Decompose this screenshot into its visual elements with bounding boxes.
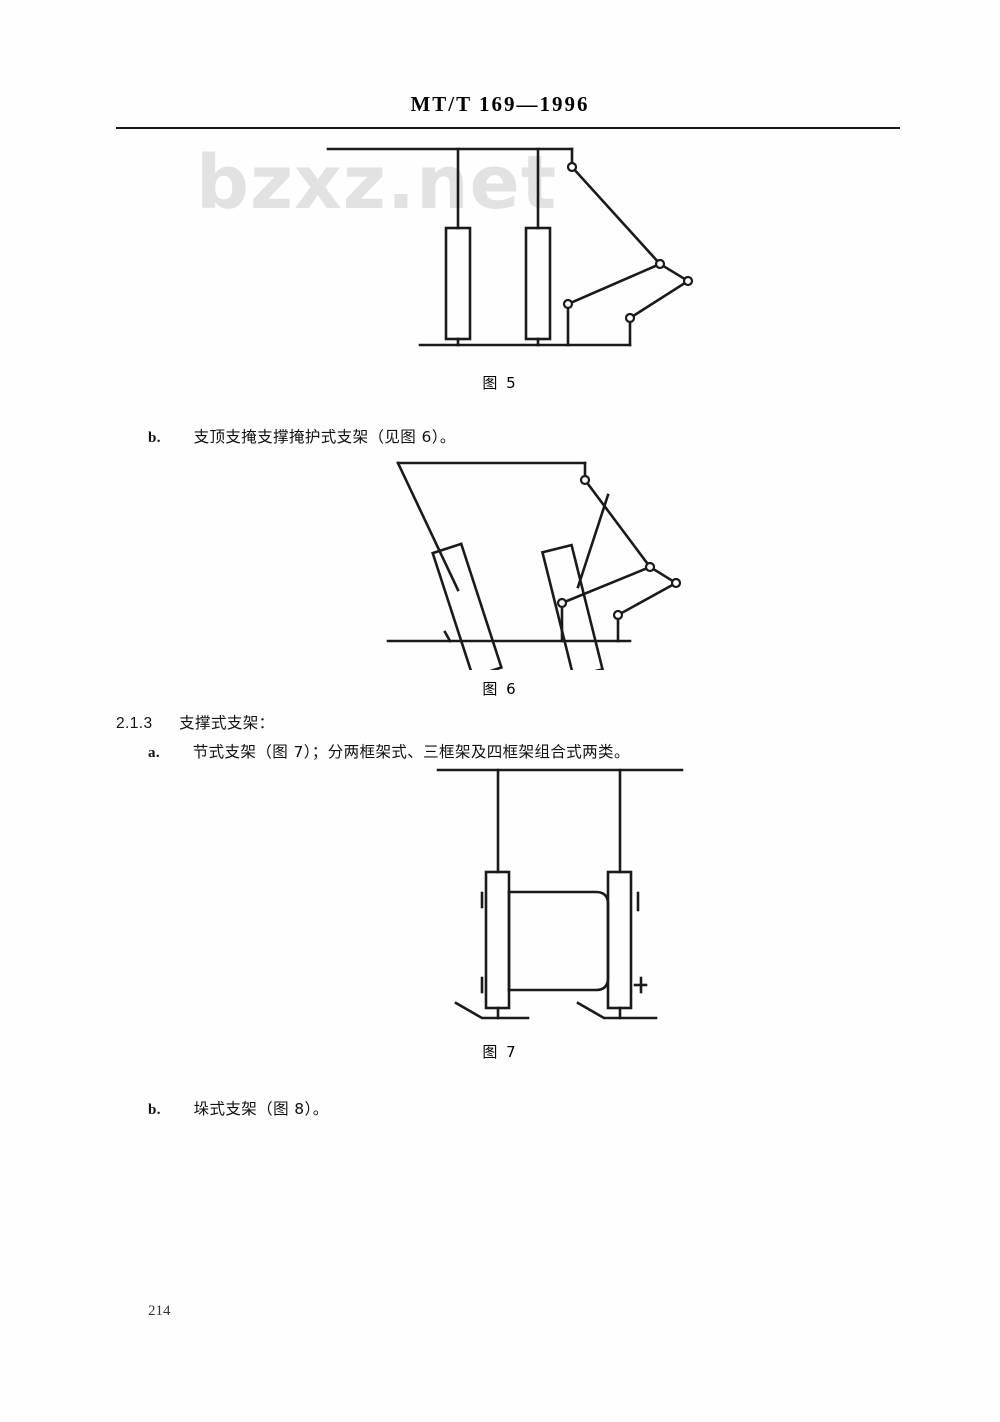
list-text-b-figure6: 支顶支掩支撑掩护式支架（见图 6）。 [193,428,456,446]
section-number: 2.1.3 [116,715,153,732]
list-item-a-figure7: a. 节式支架（图 7）；分两框架式、三框架及四框架组合式两类。 [148,740,630,762]
list-marker-b-second: b. [148,1102,161,1118]
watermark-text: bzxz.net [196,140,558,226]
section-heading-2-1-3: 2.1.3 支撑式支架： [116,711,275,733]
standard-number-header: MT/T 169—1996 [410,92,590,116]
figure-5-caption: 图 5 [482,374,518,392]
list-item-b-figure6: b. 支顶支掩支撑掩护式支架（见图 6）。 [148,425,456,447]
list-text-b-figure8: 垛式支架（图 8）。 [193,1100,329,1118]
page-number: 214 [148,1303,171,1319]
list-marker-b: b. [148,430,161,446]
figure-7-diagram [420,760,700,1025]
list-text-a-figure7: 节式支架（图 7）；分两框架式、三框架及四框架组合式两类。 [192,743,630,761]
header-divider-rule [116,127,900,129]
section-title: 支撑式支架： [179,714,275,732]
figure-6-caption: 图 6 [482,680,518,698]
figure-5-diagram [300,138,720,368]
figure-7-caption: 图 7 [482,1043,518,1061]
list-item-b-figure8: b. 垛式支架（图 8）。 [148,1097,329,1119]
list-marker-a: a. [148,745,161,761]
figure-6-diagram [300,455,720,670]
